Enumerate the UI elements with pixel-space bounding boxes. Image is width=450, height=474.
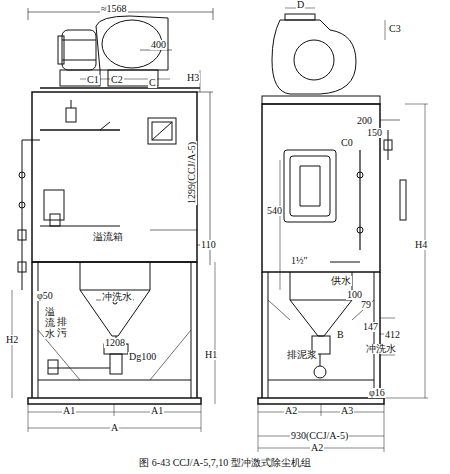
dimension-label: A2 [284,406,298,416]
part-name: 排污 [56,316,68,338]
front-view [12,8,215,432]
figure-caption: 图 6-43 CCJ/A-5,7,10 型冲激式除尘机组 [138,458,311,468]
dimension-label: 100 [346,290,363,300]
part-name: 供水 [330,276,352,286]
side-view [258,8,428,452]
dimension-label: 1½" [290,256,309,266]
dimension-label: C0 [340,138,354,148]
part-name: 冲洗水 [101,292,133,302]
dimension-label: H1 [204,350,218,360]
dimension-label: A3 [340,406,354,416]
dimension-label: A [110,423,119,433]
dimension-label: H2 [5,335,19,345]
dimension-label: Dg100 [128,352,157,362]
dimension-label: φ50 [36,291,54,301]
dimension-label: B [336,330,345,340]
part-name: 溢流箱 [92,232,124,242]
dimension-label: H4 [414,240,428,250]
dimension-label: A1 [150,406,164,416]
dimension-label: H3 [186,73,200,83]
dimension-label: 400 [150,40,167,50]
part-name: 冲洗水 [365,344,397,354]
dimension-label: 1208 [104,338,126,348]
dimension-label: C2 [110,75,124,85]
dimension-label: 412 [384,330,401,340]
dimension-label: 200 [356,116,373,126]
dimension-label: 540 [266,206,283,216]
dimension-label: C3 [388,24,402,34]
part-name: 溢流水 [44,306,56,339]
dimension-label: A2 [310,443,324,453]
dimension-label: 1299(CCJ/A-5) [187,141,197,205]
dimension-label: C [148,78,157,88]
dimension-label: 147 [362,322,379,332]
dimension-label: 930(CCJ/A-5) [290,431,349,441]
dimension-label: 110 [200,240,217,250]
dimension-label: φ16 [368,388,386,398]
dimension-label: 79 [360,300,372,310]
dimension-label: C1 [86,75,100,85]
part-name: 排泥浆 [286,350,318,360]
dimension-label: ≈1568 [100,4,128,14]
dimension-label: 150 [366,128,383,138]
dimension-label: D [296,0,305,10]
dimension-label: A1 [62,406,76,416]
